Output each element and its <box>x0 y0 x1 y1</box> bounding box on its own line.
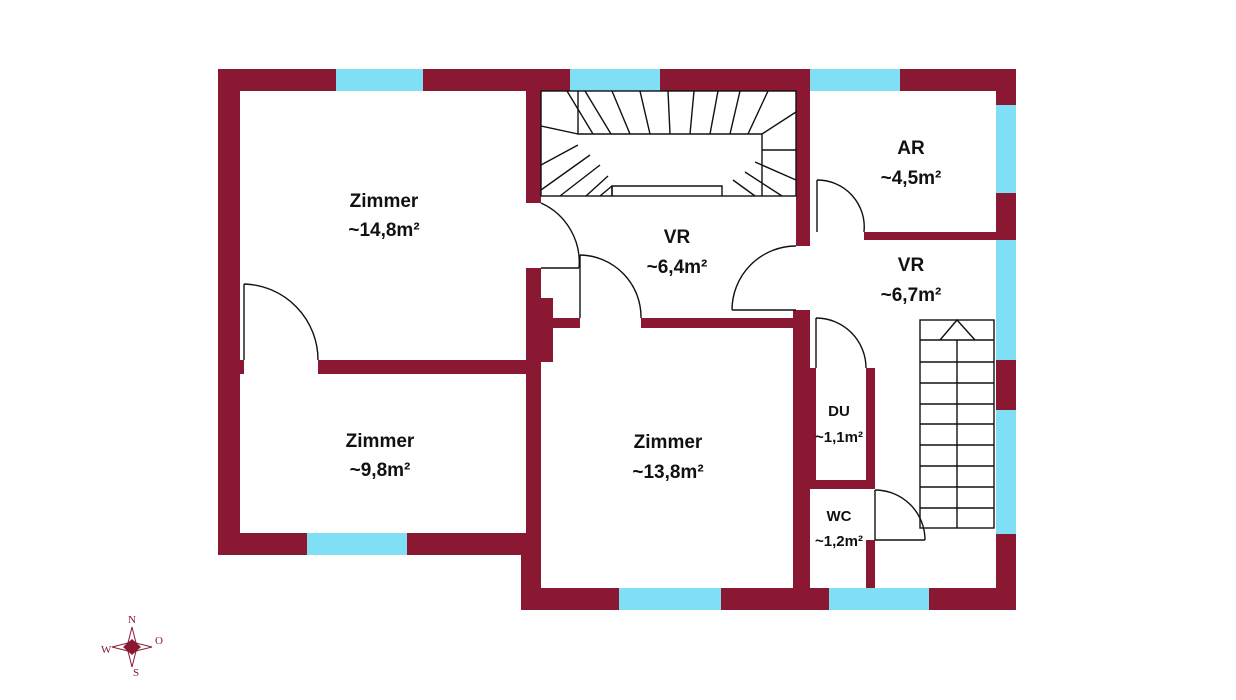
room-vr-1-area: ~6,4m² <box>647 257 708 278</box>
room-vr-1-name: VR <box>664 227 691 248</box>
room-zimmer-1-name: Zimmer <box>350 191 419 212</box>
staircase-top <box>540 90 797 197</box>
room-vr-2-name: VR <box>898 255 925 276</box>
compass-east: O <box>155 635 163 647</box>
door-swings <box>243 179 926 541</box>
room-zimmer-2-name: Zimmer <box>346 431 415 452</box>
room-wc-area: ~1,2m² <box>815 533 863 550</box>
room-ar-area: ~4,5m² <box>881 168 942 189</box>
room-du-area: ~1,1m² <box>815 429 863 446</box>
windows <box>307 69 1016 610</box>
staircase-straight <box>919 318 995 529</box>
room-du-name: DU <box>828 403 850 420</box>
room-vr-2-area: ~6,7m² <box>881 285 942 306</box>
compass-south: S <box>133 667 139 679</box>
room-ar-name: AR <box>897 138 925 159</box>
compass-north: N <box>128 614 136 626</box>
room-zimmer-3-name: Zimmer <box>634 432 703 453</box>
compass-west: W <box>101 644 112 656</box>
room-zimmer-2-area: ~9,8m² <box>350 460 411 481</box>
interior-walls <box>240 91 996 610</box>
compass-icon: N O S W <box>101 614 163 679</box>
room-zimmer-3-area: ~13,8m² <box>632 462 703 483</box>
room-wc-name: WC <box>827 508 852 525</box>
room-labels: Zimmer ~14,8m² VR ~6,4m² AR ~4,5m² VR ~6… <box>346 138 942 550</box>
room-zimmer-1-area: ~14,8m² <box>348 220 419 241</box>
